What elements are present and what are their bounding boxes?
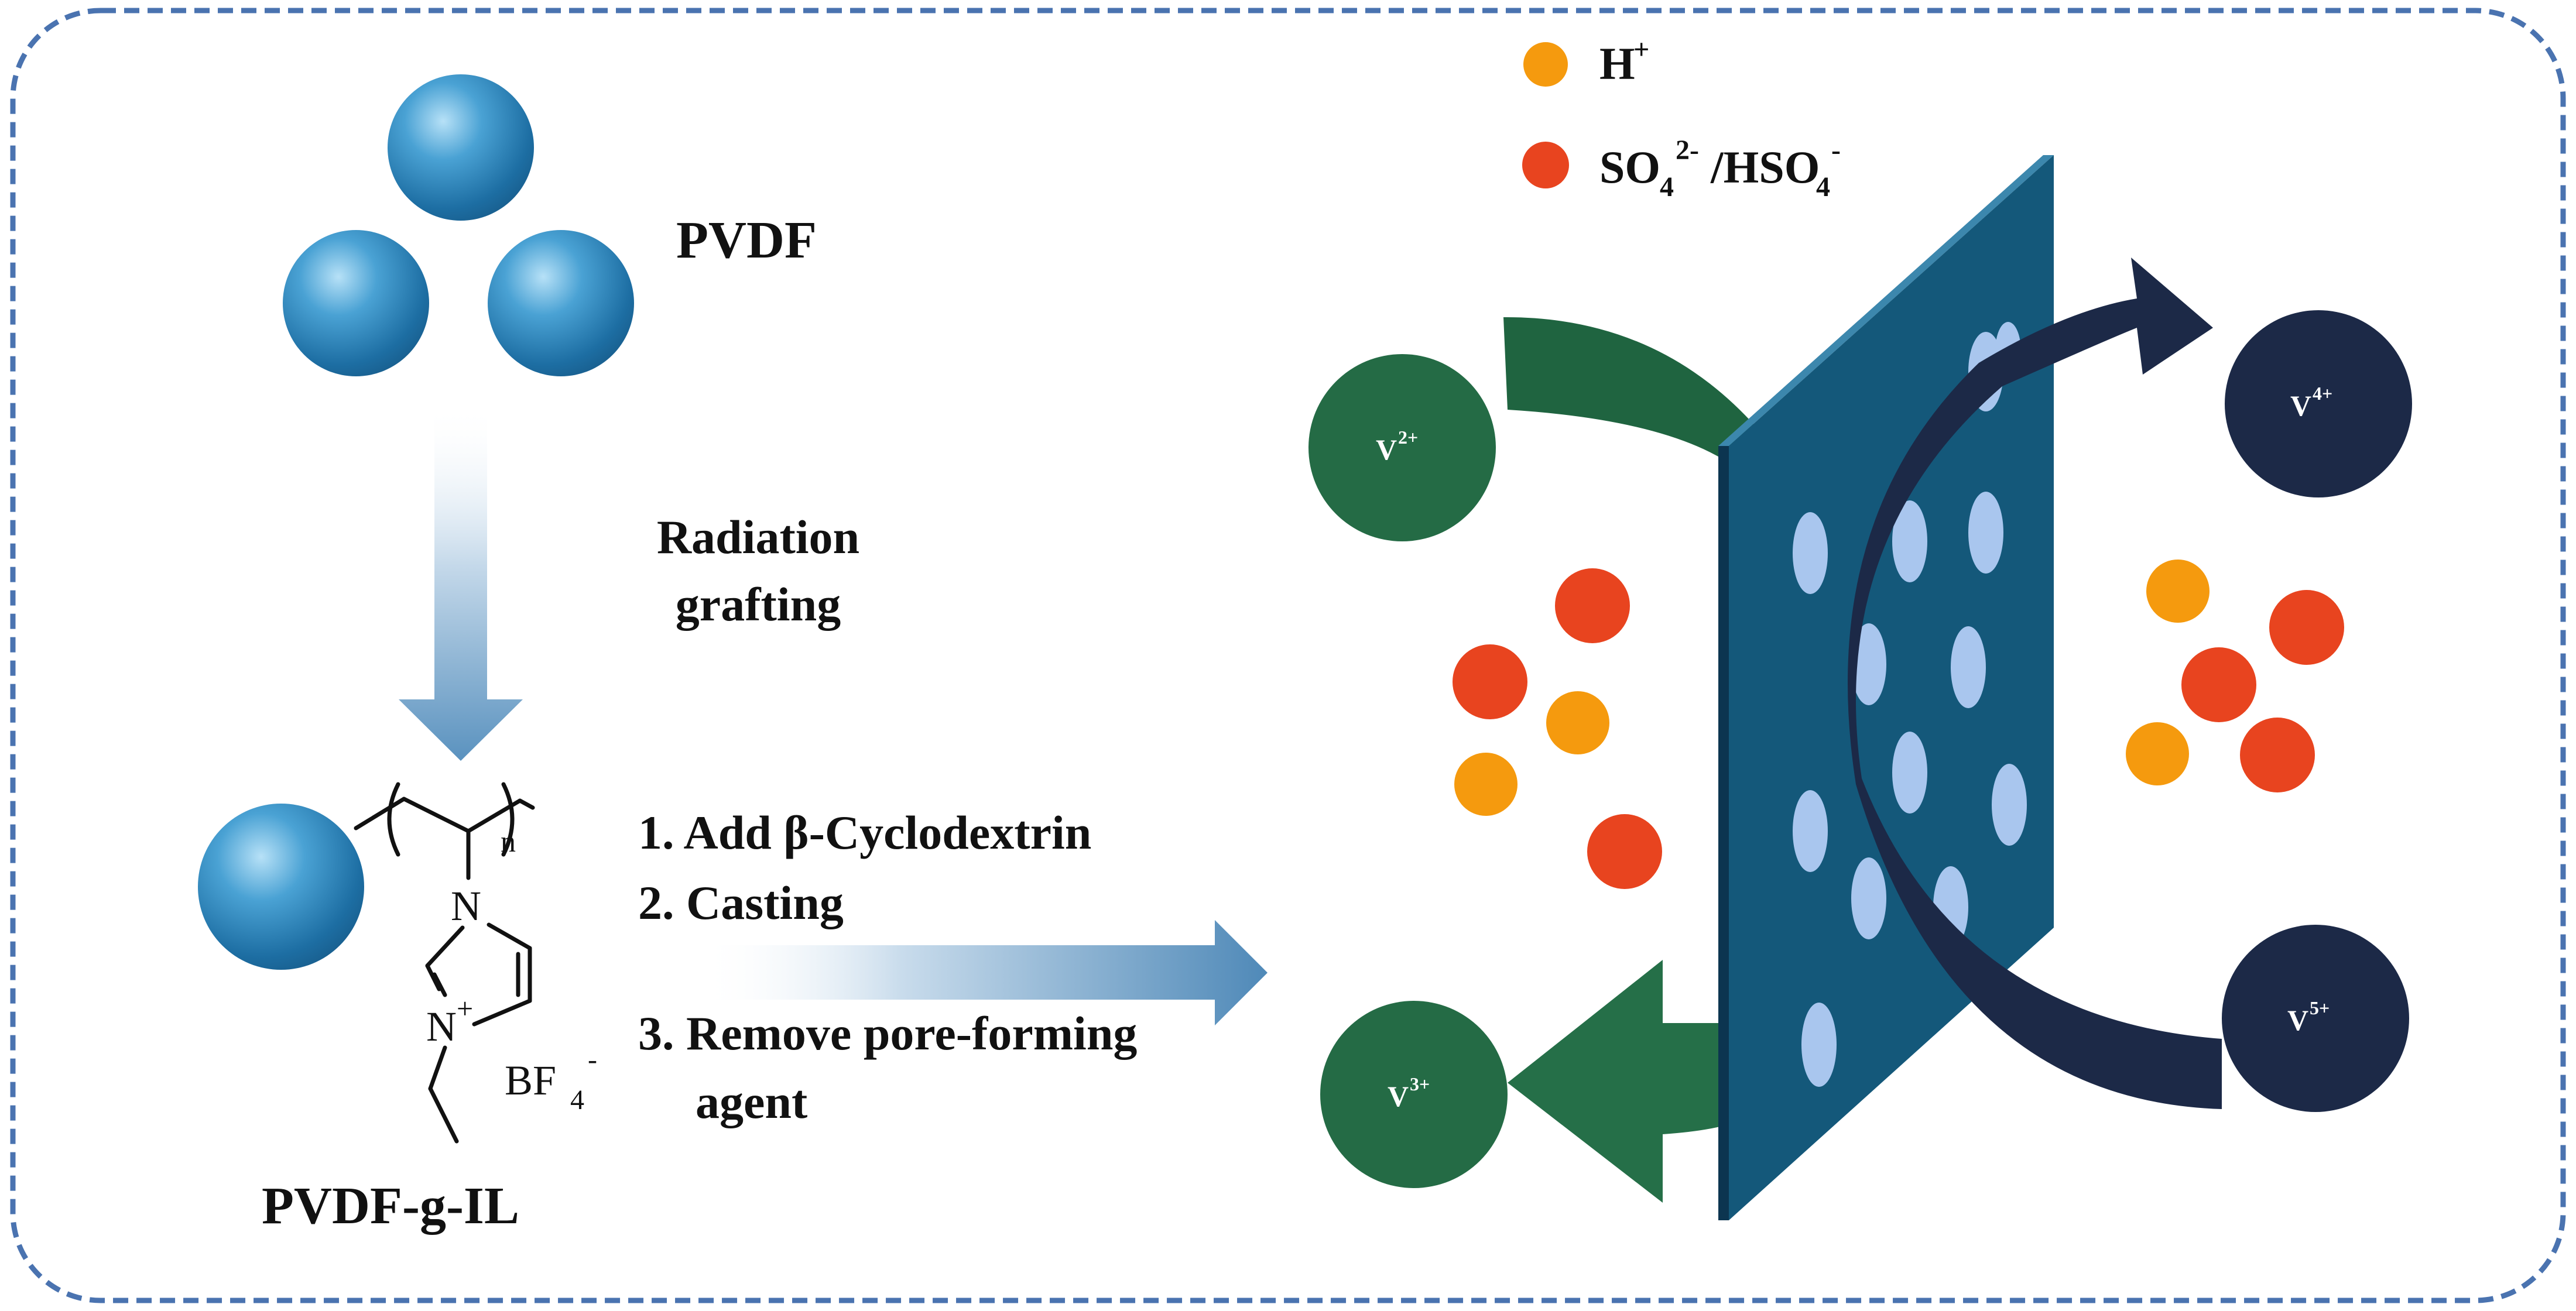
membrane-front [1729,155,2054,1220]
svg-text:3+: 3+ [1410,1073,1430,1094]
svg-text:V: V [2290,389,2311,422]
left-electrolyte-particles [1453,568,1662,889]
proton-particle [2146,560,2210,623]
sulfate-particle [2269,590,2344,665]
ion-v4: V 4+ [2225,310,2412,497]
svg-text:4+: 4+ [2313,383,2332,404]
nitrogen-cation: N [426,1003,457,1050]
legend-sulfate-dot [1522,142,1569,188]
svg-text:5+: 5+ [2310,997,2330,1018]
ionic-liquid-structure [354,782,535,1144]
legend-sulfate-sup2: - [1831,135,1841,166]
radiation-arrow [399,404,523,761]
proton-particle [1454,753,1517,816]
sulfate-particle [1587,814,1662,889]
legend-sulfate-main: SO [1599,142,1660,193]
membrane-top-edge [1718,155,2054,446]
svg-text:V: V [1376,433,1397,466]
sulfate-particle [2240,718,2315,792]
ion-v3: V 3+ [1320,1001,1508,1188]
pvdf-sphere-left [283,230,429,376]
legend-proton-dot [1523,42,1568,87]
subscript-n: n [501,825,516,859]
svg-text:V: V [1388,1080,1409,1113]
green-arrow-top [1503,317,1756,486]
right-electrolyte-particles [2126,560,2344,792]
legend: H + SO 4 2- /HSO 4 - [1522,34,1841,203]
membrane [1718,155,2054,1220]
membrane-side [1718,446,1729,1220]
pvdf-sphere-right [488,230,634,376]
legend-sulfate-sup: 2- [1676,135,1699,166]
step-2: 2. Casting [638,876,844,929]
proton-particle [2126,722,2189,785]
grafted-sphere [198,804,364,970]
anion-sup: - [588,1044,597,1075]
sulfate-particle [1555,568,1630,643]
ion-v2: V 2+ [1308,354,1496,541]
pvdf-g-il-label: PVDF-g-IL [262,1177,519,1235]
radiation-label-line1: Radiation [657,510,859,564]
sulfate-particle [2181,647,2256,722]
legend-sulfate-sub: 4 [1660,171,1674,203]
navy-arrow [1848,258,2222,1109]
pvdf-label: PVDF [676,211,817,269]
step-3-line1: 3. Remove pore-forming [638,1007,1137,1060]
legend-proton-label: H [1599,38,1635,89]
cation-charge: + [457,992,473,1025]
pvdf-sphere-top [388,74,534,221]
ion-v5: V 5+ [2222,925,2409,1112]
anion-main: BF [505,1057,556,1104]
pvdf-spheres [283,74,634,376]
svg-text:V: V [2287,1004,2308,1037]
sulfate-particle [1453,644,1527,719]
dashed-border [10,8,2566,1303]
anion-sub: 4 [570,1085,584,1116]
step-1: 1. Add β-Cyclodextrin [638,806,1091,859]
legend-sulfate-sep: /HSO [1710,142,1820,193]
process-arrow [703,920,1268,1025]
legend-proton-sup: + [1633,34,1649,65]
nitrogen-atom: N [451,883,481,929]
legend-sulfate-sub2: 4 [1816,171,1830,203]
radiation-label-line2: grafting [676,578,841,631]
svg-text:2+: 2+ [1398,427,1418,448]
step-3-line2: agent [696,1075,807,1128]
proton-particle [1546,691,1609,754]
green-arrow-bottom [1508,960,1756,1203]
